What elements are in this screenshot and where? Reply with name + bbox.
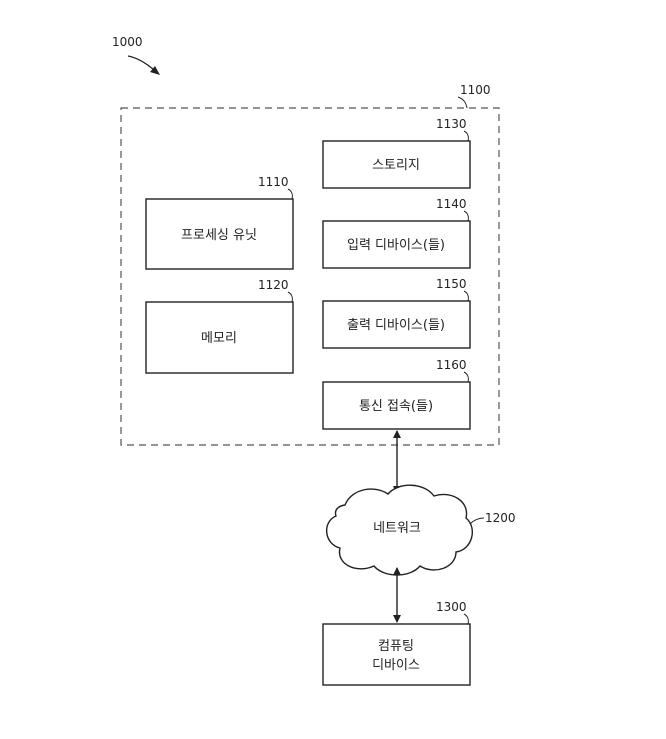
system-ref-label: 1100	[460, 83, 491, 97]
processing-unit-box	[145, 198, 294, 270]
storage-box	[322, 140, 471, 189]
computing-device-label-line2: 디바이스	[372, 658, 420, 673]
computing-device-ref: 1300	[436, 600, 467, 614]
output-devices-label: 출력 디바이스(들)	[347, 318, 445, 333]
computing-device-box	[322, 623, 471, 686]
memory-ref: 1120	[258, 278, 289, 292]
memory-label: 메모리	[201, 331, 237, 346]
computing-device-leader	[463, 613, 469, 625]
computing-device-label-line1: 컴퓨팅	[378, 639, 414, 654]
storage-ref: 1130	[436, 117, 467, 131]
input-devices-leader	[463, 210, 469, 222]
system-boundary	[120, 107, 500, 446]
storage-leader	[463, 130, 469, 142]
memory-box	[145, 301, 294, 374]
figure-ref-arrow	[127, 55, 155, 71]
input-devices-box	[322, 220, 471, 269]
output-devices-box	[322, 300, 471, 349]
network-ref: 1200	[485, 511, 516, 525]
comm-connections-ref: 1160	[436, 358, 467, 372]
comm-connections-label: 통신 접속(들)	[359, 399, 433, 414]
figure-ref-arrowhead	[150, 66, 160, 75]
processing-unit-leader	[287, 188, 293, 200]
output-devices-ref: 1150	[436, 277, 467, 291]
figure-ref-label: 1000	[112, 35, 143, 49]
processing-unit-ref: 1110	[258, 175, 289, 189]
storage-label: 스토리지	[372, 158, 420, 173]
comm-connections-box	[322, 381, 471, 430]
processing-unit-label: 프로세싱 유닛	[181, 228, 257, 243]
network-cloud-shape	[326, 484, 474, 576]
comm-connections-leader	[463, 371, 469, 383]
network-label: 네트워크	[373, 521, 421, 536]
network-leader	[469, 517, 485, 525]
output-devices-leader	[463, 290, 469, 302]
input-devices-label: 입력 디바이스(들)	[347, 238, 445, 253]
input-devices-ref: 1140	[436, 197, 467, 211]
memory-leader	[287, 291, 293, 303]
system-ref-leader	[457, 96, 468, 109]
